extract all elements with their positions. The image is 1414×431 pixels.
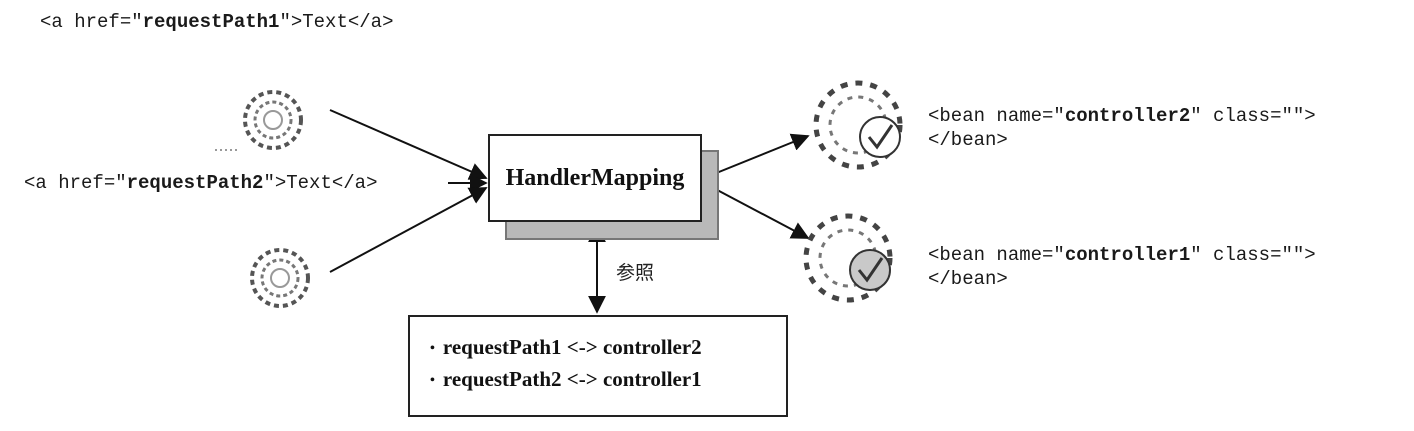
bean-controller2-close: </bean> — [928, 129, 1008, 151]
request-link-2: <a href="requestPath2">Text</a> — [24, 171, 377, 195]
controller1-gear-check-icon — [803, 213, 893, 303]
request-gear-icon-top — [243, 90, 303, 150]
bean-controller2-name: controller2 — [1064, 105, 1191, 127]
bean-controller1-close: </bean> — [928, 268, 1008, 290]
bean-controller2-prefix: <bean name=" — [928, 105, 1065, 127]
bean-controller1-suffix: " class=""> — [1190, 244, 1316, 266]
request-link-2-path: requestPath2 — [126, 172, 264, 194]
mapping-item: • requestPath2 <-> controller1 — [430, 364, 786, 396]
bullet-icon: • — [430, 373, 435, 389]
bullet-icon: • — [430, 341, 435, 357]
handler-mapping-label: HandlerMapping — [505, 164, 685, 191]
bean-controller1-prefix: <bean name=" — [928, 244, 1065, 266]
request-link-2-suffix: ">Text</a> — [263, 172, 378, 194]
arrow-handler-to-controller1 — [703, 182, 810, 239]
arrow-request3-to-handler — [329, 187, 488, 273]
bean-controller1: <bean name="controller1" class=""> </bea… — [928, 243, 1316, 291]
bean-controller2: <bean name="controller2" class=""> </bea… — [928, 104, 1316, 152]
mapping-list-box: • requestPath1 <-> controller2 • requestPa… — [408, 315, 788, 417]
bean-controller2-suffix: " class=""> — [1190, 105, 1316, 127]
mapping-text: requestPath1 <-> controller2 — [442, 335, 702, 359]
bean-controller1-name: controller1 — [1064, 244, 1191, 266]
controller2-gear-check-icon — [813, 80, 903, 170]
handler-mapping-box: HandlerMapping — [488, 134, 702, 222]
arrow-request1-to-handler — [329, 109, 488, 180]
arrow-handler-to-controller2 — [703, 133, 810, 179]
request-link-1-prefix: <a href=" — [40, 11, 143, 33]
request-link-1-path: requestPath1 — [142, 11, 280, 33]
reference-label: 参照 — [616, 262, 655, 284]
mapping-text: requestPath2 <-> controller1 — [442, 367, 702, 392]
request-link-1-suffix: ">Text</a> — [279, 11, 394, 33]
request-link-2-prefix: <a href=" — [24, 172, 127, 194]
request-gear-icon-bottom — [250, 248, 310, 308]
request-link-1: <a href="requestPath1">Text</a> — [40, 10, 393, 34]
mapping-item: • requestPath1 <-> controller2 — [430, 332, 786, 364]
